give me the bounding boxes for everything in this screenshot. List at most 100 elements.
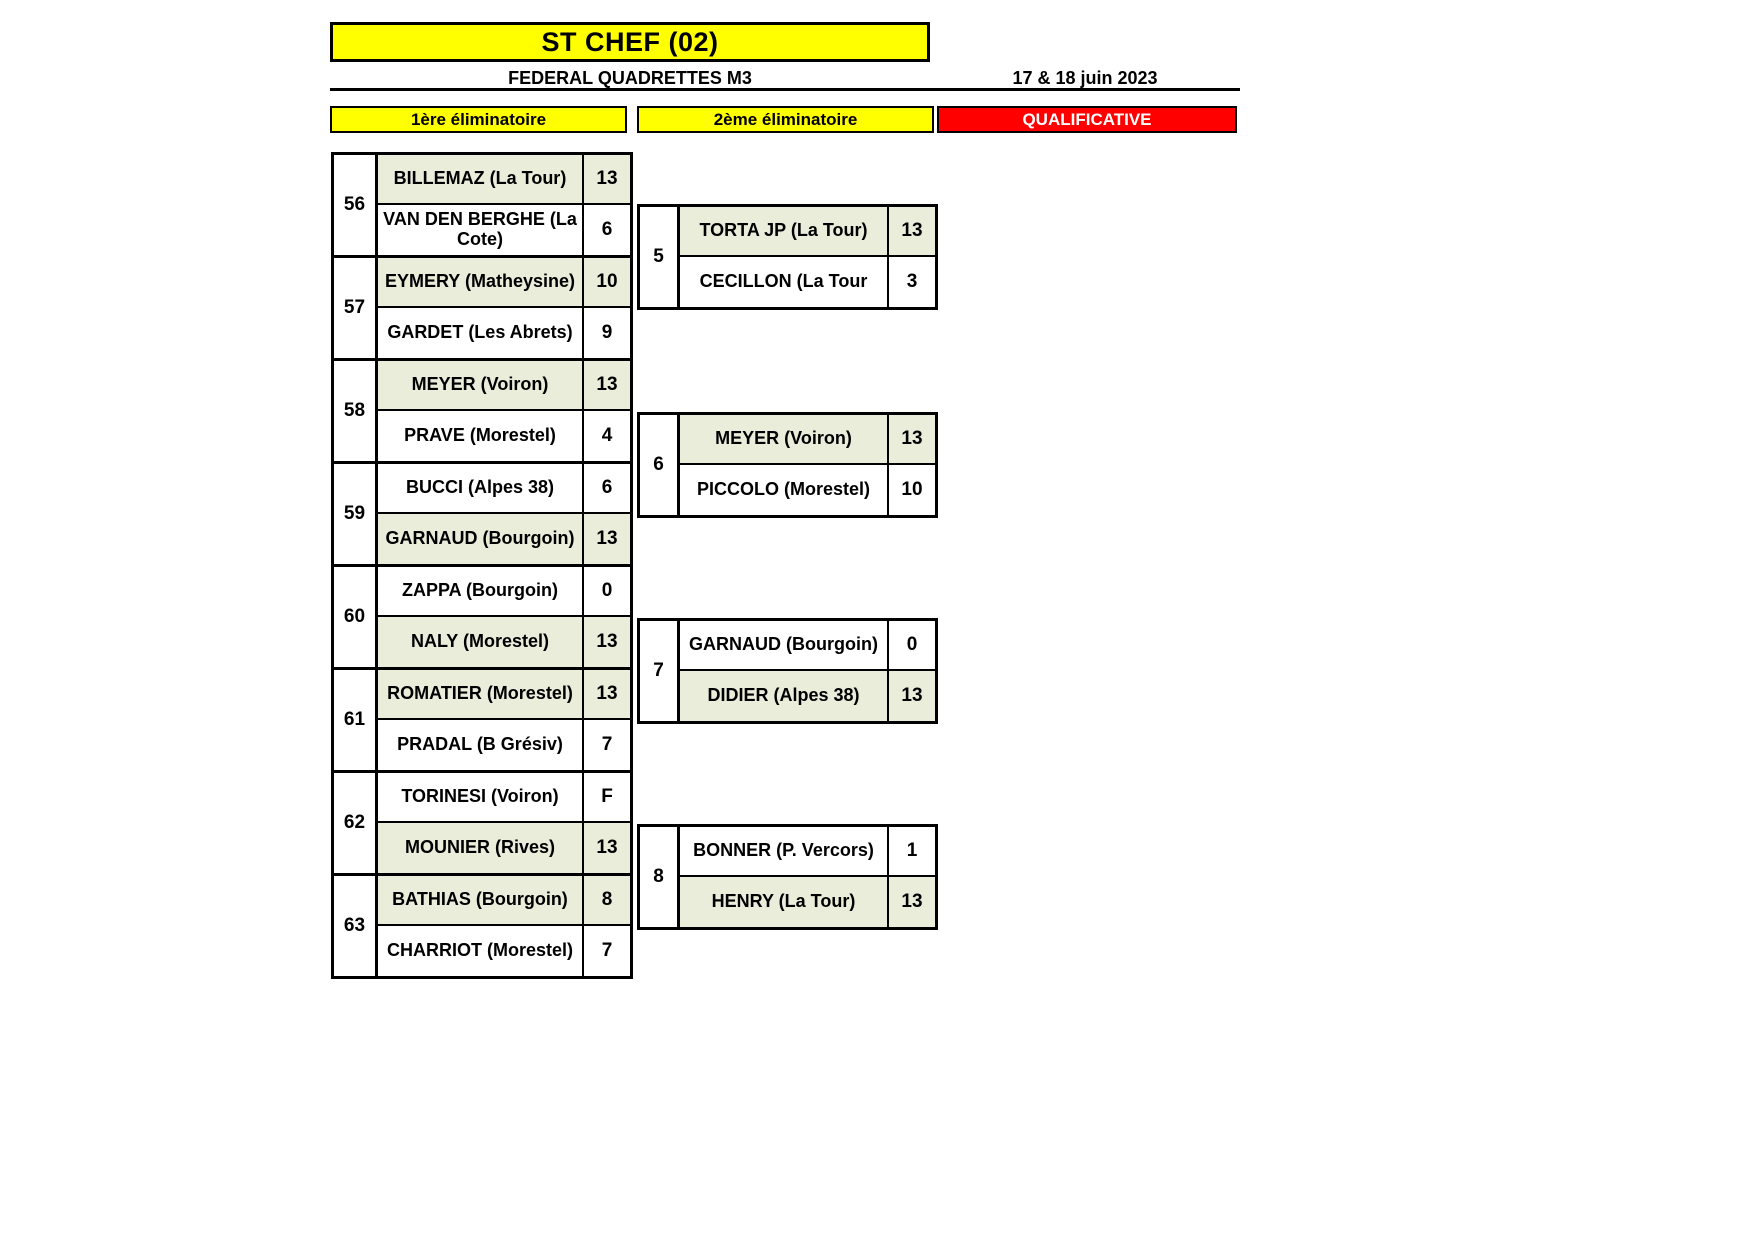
table-row[interactable]: CECILLON (La Tour 3 — [680, 257, 935, 307]
match-7[interactable]: 7 GARNAUD (Bourgoin) 0 DIDIER (Alpes 38)… — [637, 618, 938, 724]
phase-header-round1: 1ère éliminatoire — [330, 106, 627, 133]
team-score: 13 — [887, 877, 935, 927]
match-58[interactable]: 58 MEYER (Voiron) 13 PRAVE (Morestel) 4 — [331, 361, 633, 464]
team-score: 7 — [582, 926, 630, 976]
team-score: 0 — [582, 567, 630, 615]
table-row[interactable]: EYMERY (Matheysine) 10 — [378, 258, 630, 308]
match-59[interactable]: 59 BUCCI (Alpes 38) 6 GARNAUD (Bourgoin)… — [331, 464, 633, 567]
match-number: 57 — [334, 258, 378, 358]
match-number: 62 — [334, 773, 378, 873]
team-name: CHARRIOT (Morestel) — [386, 940, 573, 961]
team-name: VAN DEN BERGHE (La Cote) — [383, 209, 577, 249]
page-title: ST CHEF (02) — [330, 22, 930, 62]
header-divider — [330, 88, 1240, 91]
team-name: BONNER (P. Vercors) — [693, 840, 874, 861]
spacer — [637, 518, 938, 618]
table-row[interactable]: BATHIAS (Bourgoin) 8 — [378, 876, 630, 926]
match-62[interactable]: 62 TORINESI (Voiron) F MOUNIER (Rives) 1… — [331, 773, 633, 876]
table-row[interactable]: MEYER (Voiron) 13 — [680, 415, 935, 465]
table-row[interactable]: TORINESI (Voiron) F — [378, 773, 630, 823]
table-row[interactable]: TORTA JP (La Tour) 13 — [680, 207, 935, 257]
match-number: 8 — [640, 827, 680, 927]
match-5[interactable]: 5 TORTA JP (La Tour) 13 CECILLON (La Tou… — [637, 204, 938, 310]
team-name: TORTA JP (La Tour) — [699, 220, 868, 241]
table-row[interactable]: ZAPPA (Bourgoin) 0 — [378, 567, 630, 617]
table-row[interactable]: VAN DEN BERGHE (La Cote) 6 — [378, 205, 630, 255]
table-row[interactable]: MOUNIER (Rives) 13 — [378, 823, 630, 873]
team-name: MOUNIER (Rives) — [404, 837, 556, 858]
match-rows: BATHIAS (Bourgoin) 8 CHARRIOT (Morestel)… — [378, 876, 630, 976]
match-63[interactable]: 63 BATHIAS (Bourgoin) 8 CHARRIOT (Morest… — [331, 876, 633, 979]
match-rows: EYMERY (Matheysine) 10 GARDET (Les Abret… — [378, 258, 630, 358]
table-row[interactable]: GARNAUD (Bourgoin) 0 — [680, 621, 935, 671]
event-date: 17 & 18 juin 2023 — [1012, 67, 1158, 88]
team-score: 3 — [887, 257, 935, 307]
team-name: MEYER (Voiron) — [411, 374, 549, 395]
table-row[interactable]: BUCCI (Alpes 38) 6 — [378, 464, 630, 514]
team-name: HENRY (La Tour) — [711, 891, 856, 912]
table-row[interactable]: GARNAUD (Bourgoin) 13 — [378, 514, 630, 564]
team-name: BUCCI (Alpes 38) — [405, 477, 555, 498]
table-row[interactable]: NALY (Morestel) 13 — [378, 617, 630, 667]
table-row[interactable]: PICCOLO (Morestel) 10 — [680, 465, 935, 515]
table-row[interactable]: BILLEMAZ (La Tour) 13 — [378, 155, 630, 205]
table-row[interactable]: DIDIER (Alpes 38) 13 — [680, 671, 935, 721]
team-score: 13 — [582, 670, 630, 718]
match-rows: BILLEMAZ (La Tour) 13 VAN DEN BERGHE (La… — [378, 155, 630, 255]
round1-column: 56 BILLEMAZ (La Tour) 13 VAN DEN BERGHE … — [331, 152, 633, 979]
team-name: PRADAL (B Grésiv) — [397, 734, 563, 755]
team-name: MEYER (Voiron) — [715, 428, 852, 449]
team-name: GARNAUD (Bourgoin) — [689, 634, 878, 655]
team-score: 4 — [582, 411, 630, 461]
match-number: 58 — [334, 361, 378, 461]
team-name: PRAVE (Morestel) — [404, 425, 556, 446]
match-rows: MEYER (Voiron) 13 PICCOLO (Morestel) 10 — [680, 415, 935, 515]
team-name: GARNAUD (Bourgoin) — [385, 528, 575, 549]
team-name: TORINESI (Voiron) — [401, 786, 559, 807]
match-56[interactable]: 56 BILLEMAZ (La Tour) 13 VAN DEN BERGHE … — [331, 152, 633, 258]
match-60[interactable]: 60 ZAPPA (Bourgoin) 0 NALY (Morestel) 13 — [331, 567, 633, 670]
table-row[interactable]: BONNER (P. Vercors) 1 — [680, 827, 935, 877]
team-score: 7 — [582, 720, 630, 770]
team-score: 13 — [582, 514, 630, 564]
table-row[interactable]: MEYER (Voiron) 13 — [378, 361, 630, 411]
team-name: BATHIAS (Bourgoin) — [392, 889, 568, 910]
team-name: NALY (Morestel) — [410, 631, 550, 652]
table-row[interactable]: PRAVE (Morestel) 4 — [378, 411, 630, 461]
team-score: 10 — [887, 465, 935, 515]
team-score: 0 — [887, 621, 935, 669]
team-name: DIDIER (Alpes 38) — [707, 685, 860, 706]
team-name: ROMATIER (Morestel) — [387, 683, 573, 704]
match-rows: TORTA JP (La Tour) 13 CECILLON (La Tour … — [680, 207, 935, 307]
match-rows: ZAPPA (Bourgoin) 0 NALY (Morestel) 13 — [378, 567, 630, 667]
team-score: 13 — [582, 823, 630, 873]
phase-header-row: 1ère éliminatoire 2ème éliminatoire QUAL… — [330, 106, 1240, 133]
table-row[interactable]: HENRY (La Tour) 13 — [680, 877, 935, 927]
table-row[interactable]: ROMATIER (Morestel) 13 — [378, 670, 630, 720]
team-score: 13 — [582, 617, 630, 667]
team-score: 6 — [582, 205, 630, 255]
team-score: 6 — [582, 464, 630, 512]
match-number: 63 — [334, 876, 378, 976]
match-rows: BUCCI (Alpes 38) 6 GARNAUD (Bourgoin) 13 — [378, 464, 630, 564]
match-8[interactable]: 8 BONNER (P. Vercors) 1 HENRY (La Tour) … — [637, 824, 938, 930]
match-number: 60 — [334, 567, 378, 667]
team-name: PICCOLO (Morestel) — [696, 479, 870, 500]
team-name: ZAPPA (Bourgoin) — [402, 580, 558, 601]
team-score: 13 — [582, 155, 630, 203]
team-score: F — [582, 773, 630, 821]
team-score: 10 — [582, 258, 630, 306]
match-6[interactable]: 6 MEYER (Voiron) 13 PICCOLO (Morestel) 1… — [637, 412, 938, 518]
round2-column: 5 TORTA JP (La Tour) 13 CECILLON (La Tou… — [637, 204, 938, 930]
spacer — [637, 724, 938, 824]
spacer — [637, 310, 938, 412]
phase-header-qualificative: QUALIFICATIVE — [937, 106, 1237, 133]
page-header: ST CHEF (02) FEDERAL QUADRETTES M3 17 & … — [330, 22, 1240, 94]
match-57[interactable]: 57 EYMERY (Matheysine) 10 GARDET (Les Ab… — [331, 258, 633, 361]
team-score: 13 — [887, 207, 935, 255]
table-row[interactable]: CHARRIOT (Morestel) 7 — [378, 926, 630, 976]
table-row[interactable]: GARDET (Les Abrets) 9 — [378, 308, 630, 358]
header-subrow: FEDERAL QUADRETTES M3 17 & 18 juin 2023 — [330, 64, 1240, 94]
match-61[interactable]: 61 ROMATIER (Morestel) 13 PRADAL (B Grés… — [331, 670, 633, 773]
table-row[interactable]: PRADAL (B Grésiv) 7 — [378, 720, 630, 770]
